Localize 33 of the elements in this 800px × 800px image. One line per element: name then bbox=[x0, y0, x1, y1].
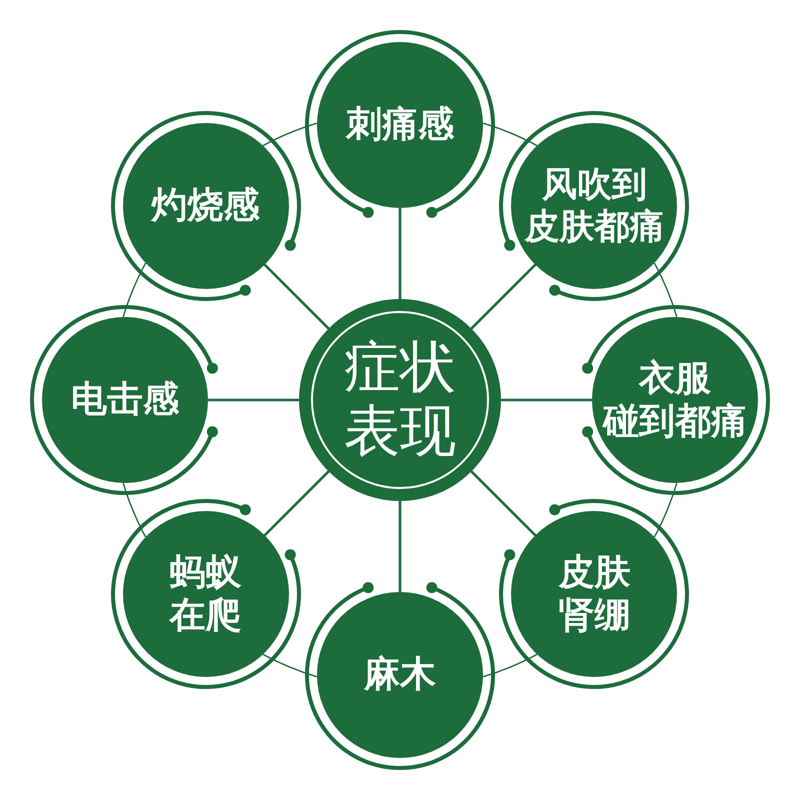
symptom-circle bbox=[122, 122, 289, 289]
symptom-circle bbox=[42, 317, 208, 483]
hub-label: 症状表现 bbox=[343, 336, 457, 464]
arc-line bbox=[122, 482, 146, 538]
symptom-label: 风吹到皮肤都痛 bbox=[523, 164, 666, 248]
arc-line bbox=[262, 122, 318, 146]
spoke-line bbox=[398, 501, 402, 592]
symptom-label: 衣服碰到都痛 bbox=[601, 356, 748, 444]
spoke-line bbox=[470, 263, 537, 330]
arc-line bbox=[482, 122, 538, 146]
arc-line bbox=[654, 482, 678, 538]
spoke-line bbox=[263, 263, 330, 330]
symptom-label: 刺痛感 bbox=[346, 103, 454, 147]
symptom-circle bbox=[317, 592, 483, 758]
spoke-line bbox=[501, 398, 592, 402]
arc-line bbox=[262, 654, 318, 678]
arc-line bbox=[654, 262, 678, 318]
spoke-line bbox=[470, 470, 537, 537]
symptom-circle bbox=[511, 511, 678, 678]
symptom-circle bbox=[317, 42, 483, 208]
symptom-label: 灼烧感 bbox=[152, 184, 260, 228]
symptom-circle bbox=[122, 511, 289, 678]
symptom-circle bbox=[592, 317, 758, 483]
arc-line bbox=[482, 654, 538, 678]
symptom-label: 皮肤肾绷 bbox=[557, 551, 632, 638]
symptom-label: 电击感 bbox=[71, 378, 179, 422]
symptom-circle bbox=[511, 122, 678, 289]
spoke-line bbox=[208, 398, 299, 402]
spoke-line bbox=[263, 470, 330, 537]
arc-line bbox=[122, 262, 146, 318]
symptom-label: 蚂蚁在爬 bbox=[168, 551, 243, 638]
spoke-line bbox=[398, 208, 402, 299]
symptom-label: 麻木 bbox=[364, 653, 436, 697]
